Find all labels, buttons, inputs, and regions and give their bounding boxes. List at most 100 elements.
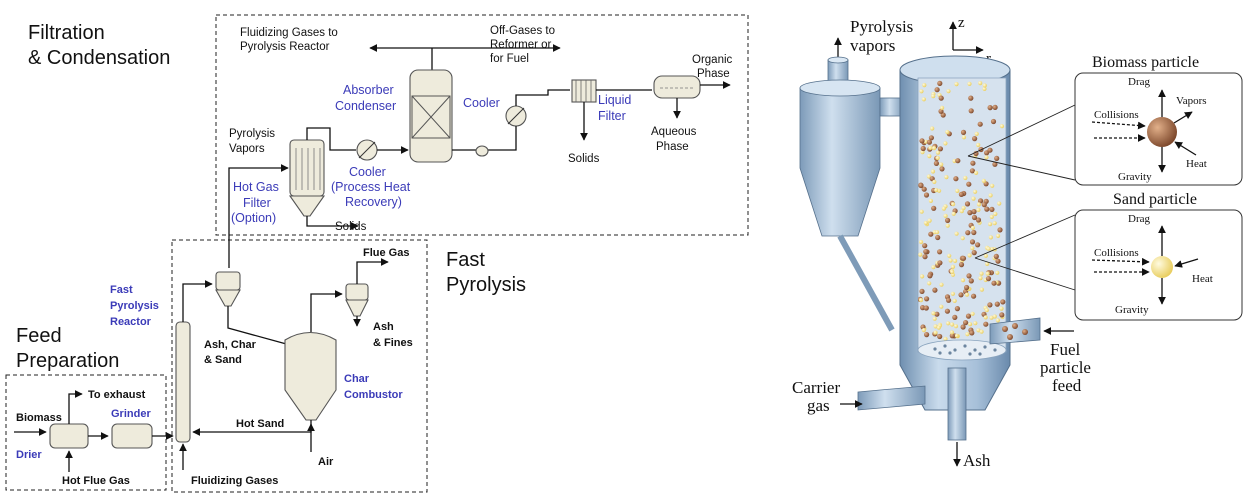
biomass-particle bbox=[958, 191, 965, 197]
sand-particle bbox=[984, 308, 989, 313]
pyrolysis-vapors-label-1: Pyrolysis bbox=[850, 17, 913, 36]
sand-particle bbox=[964, 292, 970, 297]
process-flow-diagram: Filtration & Condensation Fast Pyrolysis… bbox=[5, 14, 749, 493]
biomass-particle bbox=[928, 135, 935, 141]
fuel-feed-label-2: particle bbox=[1040, 358, 1091, 377]
sand-particle bbox=[945, 129, 950, 135]
fuel-feed-label-3: feed bbox=[1052, 376, 1082, 395]
biomass-particle bbox=[963, 320, 969, 326]
biomass-particle-panel: Biomass particle Drag Collisions Vapors … bbox=[1074, 54, 1243, 186]
biomass-heat-label: Heat bbox=[1186, 158, 1207, 170]
sand-particle bbox=[922, 83, 927, 88]
biomass-particle bbox=[971, 250, 977, 256]
sand-particle bbox=[978, 276, 983, 281]
absorber-condenser bbox=[409, 69, 453, 163]
phase-separator bbox=[653, 75, 701, 99]
sand-particle bbox=[919, 239, 924, 245]
biomass-panel-title: Biomass particle bbox=[1092, 54, 1199, 71]
sand-particle bbox=[960, 278, 966, 283]
biomass-particle bbox=[983, 321, 989, 327]
biomass-particle bbox=[984, 206, 990, 212]
sand-particle bbox=[985, 261, 990, 266]
sand-particle bbox=[954, 231, 959, 236]
biomass-drag-label: Drag bbox=[1128, 76, 1150, 88]
cooler2-label-2: (Process Heat bbox=[331, 180, 411, 194]
biomass-particle bbox=[960, 324, 966, 330]
sand-particle bbox=[928, 145, 933, 150]
biomass-particle bbox=[937, 260, 943, 266]
aqueous-phase-label-2: Phase bbox=[656, 141, 689, 153]
sand-particle bbox=[979, 287, 985, 292]
sand-particle bbox=[967, 81, 972, 86]
biomass-particle bbox=[938, 95, 944, 101]
biomass-particle bbox=[972, 136, 978, 142]
hot-gas-filter-label-2: Filter bbox=[243, 196, 271, 210]
biomass-particle bbox=[991, 280, 997, 286]
fluidizing-gases-label-2: Pyrolysis Reactor bbox=[240, 41, 330, 53]
biomass-particle bbox=[967, 210, 973, 216]
biomass-particle bbox=[987, 147, 993, 153]
sand-particle bbox=[979, 271, 984, 276]
sand-particle bbox=[984, 155, 989, 160]
biomass-particle bbox=[945, 217, 951, 223]
sand-particle bbox=[997, 201, 1002, 206]
to-exhaust-label: To exhaust bbox=[88, 389, 146, 401]
sand-particle bbox=[943, 213, 948, 218]
biomass-particle bbox=[933, 160, 940, 166]
sand-particle bbox=[970, 225, 976, 230]
feed-prep-title-1: Feed bbox=[16, 325, 62, 347]
offgases-label-2: Reformer or bbox=[490, 39, 552, 51]
biomass-particle bbox=[978, 198, 984, 204]
reactor-label-3: Reactor bbox=[110, 316, 152, 328]
sand-particle bbox=[988, 235, 994, 240]
biomass-particle bbox=[938, 108, 944, 114]
liquid-filter bbox=[571, 79, 597, 103]
sand-particle bbox=[982, 86, 987, 91]
sand-particle bbox=[940, 105, 945, 110]
sand-particle bbox=[985, 271, 990, 276]
biomass-particle bbox=[924, 332, 930, 338]
sand-particle bbox=[999, 306, 1004, 311]
sand-particle bbox=[955, 188, 960, 193]
sand-particle bbox=[973, 189, 978, 194]
biomass-particle bbox=[969, 239, 976, 245]
biomass-particle bbox=[955, 158, 961, 164]
reactor-label-1: Fast bbox=[110, 284, 133, 296]
flue-gas-cyclone bbox=[345, 283, 369, 317]
sand-particle bbox=[934, 188, 939, 193]
char-combustor bbox=[284, 331, 337, 421]
sand-particle bbox=[976, 207, 981, 212]
sand-particle bbox=[952, 298, 957, 303]
biomass-particle bbox=[966, 181, 972, 187]
sand-particle bbox=[971, 196, 976, 201]
biomass-particle bbox=[960, 129, 967, 135]
absorber-label-2: Condenser bbox=[335, 99, 396, 113]
biomass-collisions-label: Collisions bbox=[1094, 109, 1139, 121]
biomass-particle bbox=[922, 254, 928, 260]
sand-particle bbox=[961, 205, 966, 211]
liquid-filter-label-2: Filter bbox=[598, 109, 626, 123]
biomass-particle bbox=[970, 160, 976, 166]
sand-particle bbox=[951, 202, 956, 207]
organic-phase-label-2: Phase bbox=[697, 68, 730, 80]
sand-particle bbox=[918, 252, 923, 257]
sand-particle bbox=[932, 146, 937, 151]
cooler2-label-1: Cooler bbox=[349, 165, 386, 179]
biomass-particle bbox=[987, 105, 993, 111]
sand-particle-icon bbox=[1151, 256, 1173, 278]
sand-particle bbox=[989, 214, 994, 219]
offgases-label-1: Off-Gases to bbox=[490, 25, 555, 37]
biomass-particle bbox=[969, 330, 975, 336]
biomass-particle bbox=[971, 229, 977, 236]
sand-particle bbox=[986, 246, 991, 251]
carrier-gas-label-2: gas bbox=[807, 396, 830, 415]
biomass-particle bbox=[944, 308, 951, 314]
biomass-particle bbox=[968, 95, 974, 101]
cooler-top-label: Cooler bbox=[463, 96, 500, 110]
sand-particle bbox=[950, 291, 956, 296]
biomass-particle bbox=[949, 333, 955, 339]
sand-panel-title: Sand particle bbox=[1113, 191, 1197, 208]
sand-particle bbox=[920, 274, 925, 279]
sand-particle bbox=[992, 221, 997, 226]
